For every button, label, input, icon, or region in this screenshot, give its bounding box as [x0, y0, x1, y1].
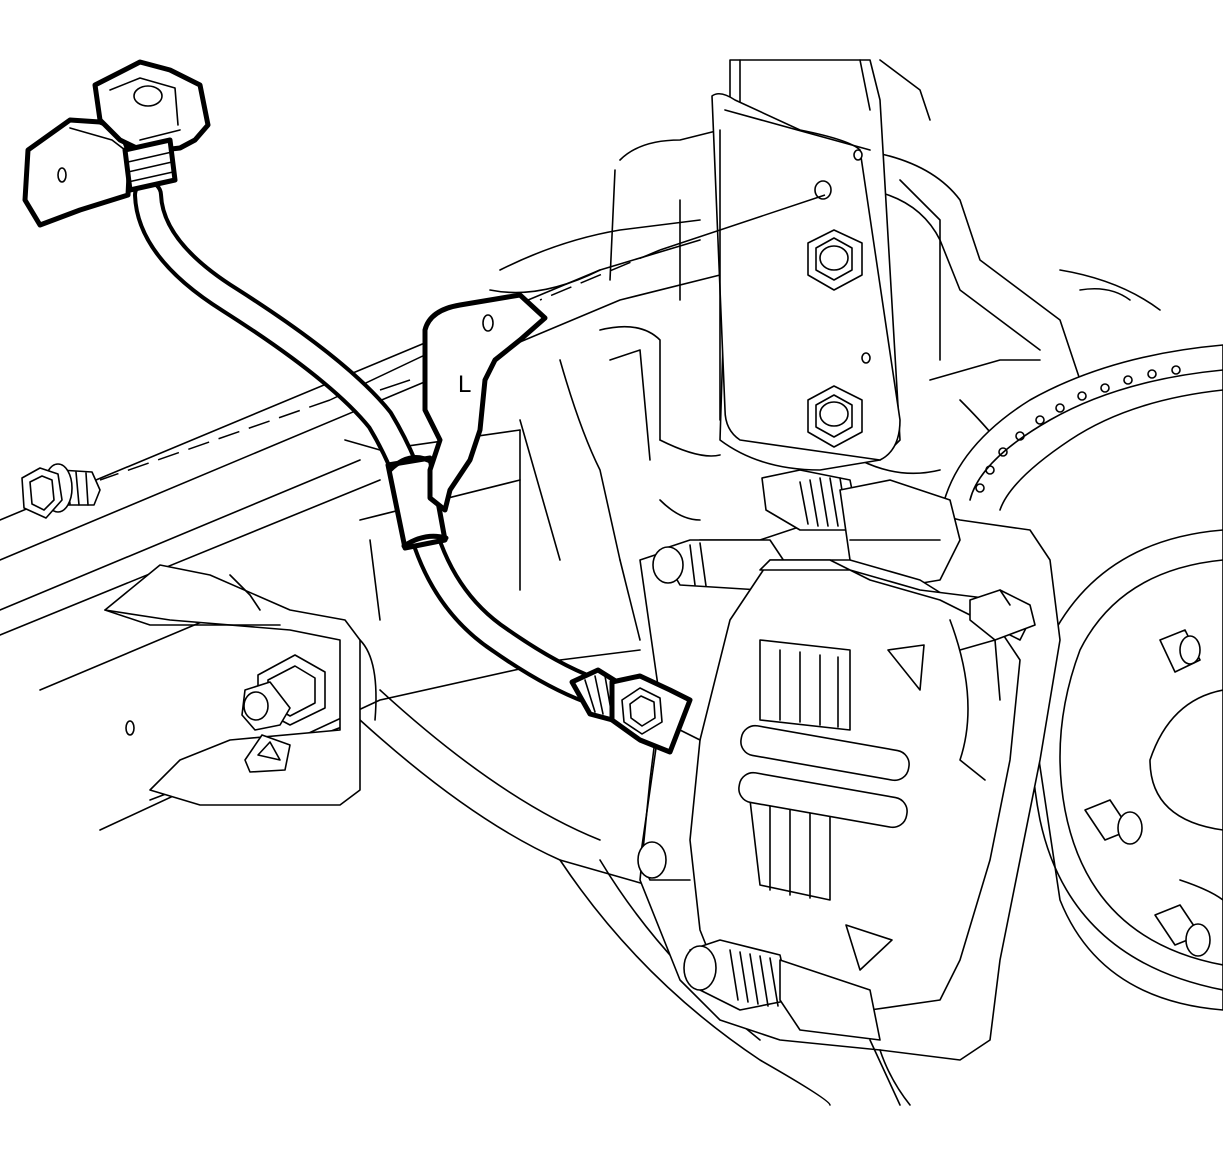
hose-bracket-icon: L — [422, 292, 548, 513]
brake-hose-icon — [133, 180, 605, 705]
frame-nut — [241, 654, 326, 773]
wheel-stud-2 — [1084, 799, 1143, 845]
caliper-slide-pin-top — [761, 469, 961, 591]
bracket-mark-label: L — [458, 371, 471, 398]
rotor-holes — [975, 365, 1181, 493]
bolt-icon — [21, 463, 101, 519]
strut-assembly — [711, 59, 901, 471]
banjo-bolt-icon — [621, 687, 663, 735]
wheel-stud-3 — [1154, 904, 1211, 957]
strut-bolt-lower — [807, 385, 863, 448]
brake-caliper-icon — [637, 469, 1061, 1106]
hose-end-fitting-top — [22, 59, 211, 228]
caliper-slide-pin-bottom — [683, 939, 881, 1041]
strut-bolt-upper — [807, 229, 863, 291]
wheel-stud-1 — [1159, 629, 1201, 673]
frame-bracket — [104, 564, 377, 806]
brake-rotor-icon — [939, 344, 1223, 1011]
